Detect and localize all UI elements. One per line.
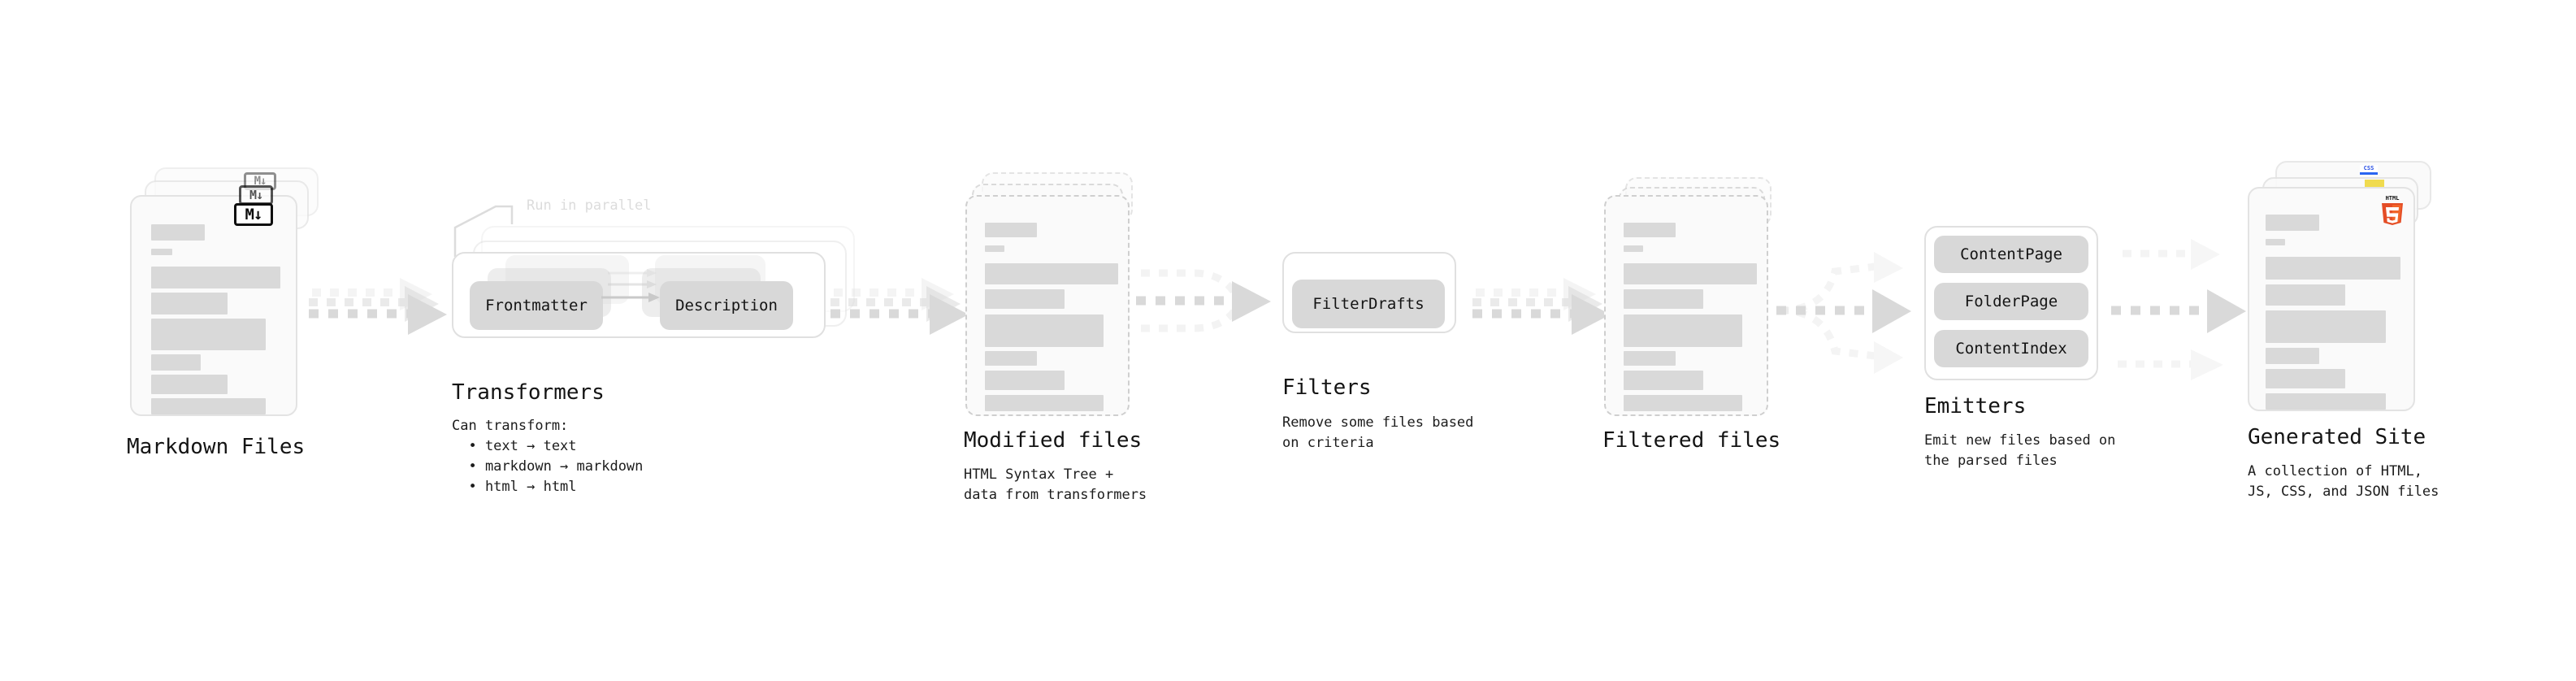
modified-card-front (965, 195, 1130, 416)
stage-desc-emitters: Emit new files based on the parsed files (1924, 432, 2116, 469)
emitter-chip-contentindex[interactable]: ContentIndex (1934, 330, 2088, 367)
transformer-chip-description[interactable]: Description (660, 281, 793, 330)
content-bar (985, 263, 1118, 284)
stage-desc-generated-site: A collection of HTML, JS, CSS, and JSON … (2248, 463, 2439, 500)
markdown-icon: M↓ (239, 185, 273, 205)
stage-desc-modified-files: HTML Syntax Tree + data from transformer… (964, 466, 1147, 503)
dotted-arrow-icon (1472, 278, 1611, 335)
content-bar (1624, 263, 1757, 284)
content-bar (151, 267, 280, 288)
filtered-card-front (1604, 195, 1768, 416)
content-bar (151, 375, 228, 394)
emitter-chip-contentpage[interactable]: ContentPage (1934, 236, 2088, 273)
content-bar (985, 223, 1037, 237)
content-bar (151, 398, 266, 414)
html5-icon: HTML (2382, 195, 2403, 225)
content-bar (1624, 351, 1676, 366)
content-bar (2266, 348, 2319, 364)
transformer-inner-arrows (601, 269, 660, 302)
svg-text:HTML: HTML (2386, 195, 2400, 202)
dotted-arrow-icon (309, 278, 447, 335)
stage-title-modified-files: Modified files (964, 428, 1143, 453)
filter-chip-filterdrafts[interactable]: FilterDrafts (1292, 280, 1445, 328)
dotted-arrow-icon-parallel (2111, 239, 2246, 380)
dotted-arrow-icon-fan-out (1776, 252, 1911, 374)
css-icon: CSS (2360, 165, 2378, 175)
transformer-chip-frontmatter[interactable]: Frontmatter (470, 281, 603, 330)
emitter-chip-folderpage[interactable]: FolderPage (1934, 283, 2088, 320)
content-bar (2266, 393, 2386, 410)
content-bar (2266, 369, 2345, 388)
content-bar (151, 224, 205, 241)
dotted-arrow-icon (830, 278, 969, 335)
content-bar (1624, 223, 1676, 237)
content-bar (2266, 284, 2345, 306)
content-bar (985, 351, 1037, 366)
content-bar (151, 319, 266, 350)
content-bar (1624, 371, 1703, 390)
stage-desc-filters: Remove some files based on criteria (1282, 414, 1474, 451)
content-bar (985, 314, 1104, 347)
stage-title-transformers: Transformers (452, 380, 605, 405)
content-bar (985, 395, 1104, 411)
stage-desc-transformers: Can transform: • text → text • markdown … (452, 418, 644, 495)
content-bar (1624, 314, 1742, 347)
content-bar (985, 245, 1004, 252)
content-bar (151, 249, 172, 255)
site-card-front (2248, 187, 2415, 411)
content-bar (1624, 245, 1643, 252)
markdown-icon: M↓ (234, 203, 273, 226)
content-bar (2266, 239, 2285, 245)
content-bar (2266, 310, 2386, 343)
stage-title-emitters: Emitters (1924, 394, 2027, 419)
content-bar (2266, 257, 2400, 280)
content-bar (151, 354, 201, 371)
stage-title-markdown-files: Markdown Files (127, 435, 306, 459)
stage-title-filters: Filters (1282, 375, 1372, 400)
markdown-card-front (130, 195, 297, 416)
content-bar (1624, 395, 1742, 411)
content-bar (2266, 215, 2319, 231)
content-bar (985, 289, 1065, 309)
content-bar (985, 371, 1065, 390)
run-in-parallel-pointer (453, 205, 514, 257)
content-bar (151, 293, 228, 314)
stage-title-filtered-files: Filtered files (1602, 428, 1781, 453)
content-bar (1624, 289, 1703, 309)
dotted-arrow-icon-fan-in (1136, 269, 1271, 332)
run-in-parallel-label: Run in parallel (527, 197, 652, 214)
stage-title-generated-site: Generated Site (2248, 425, 2426, 449)
